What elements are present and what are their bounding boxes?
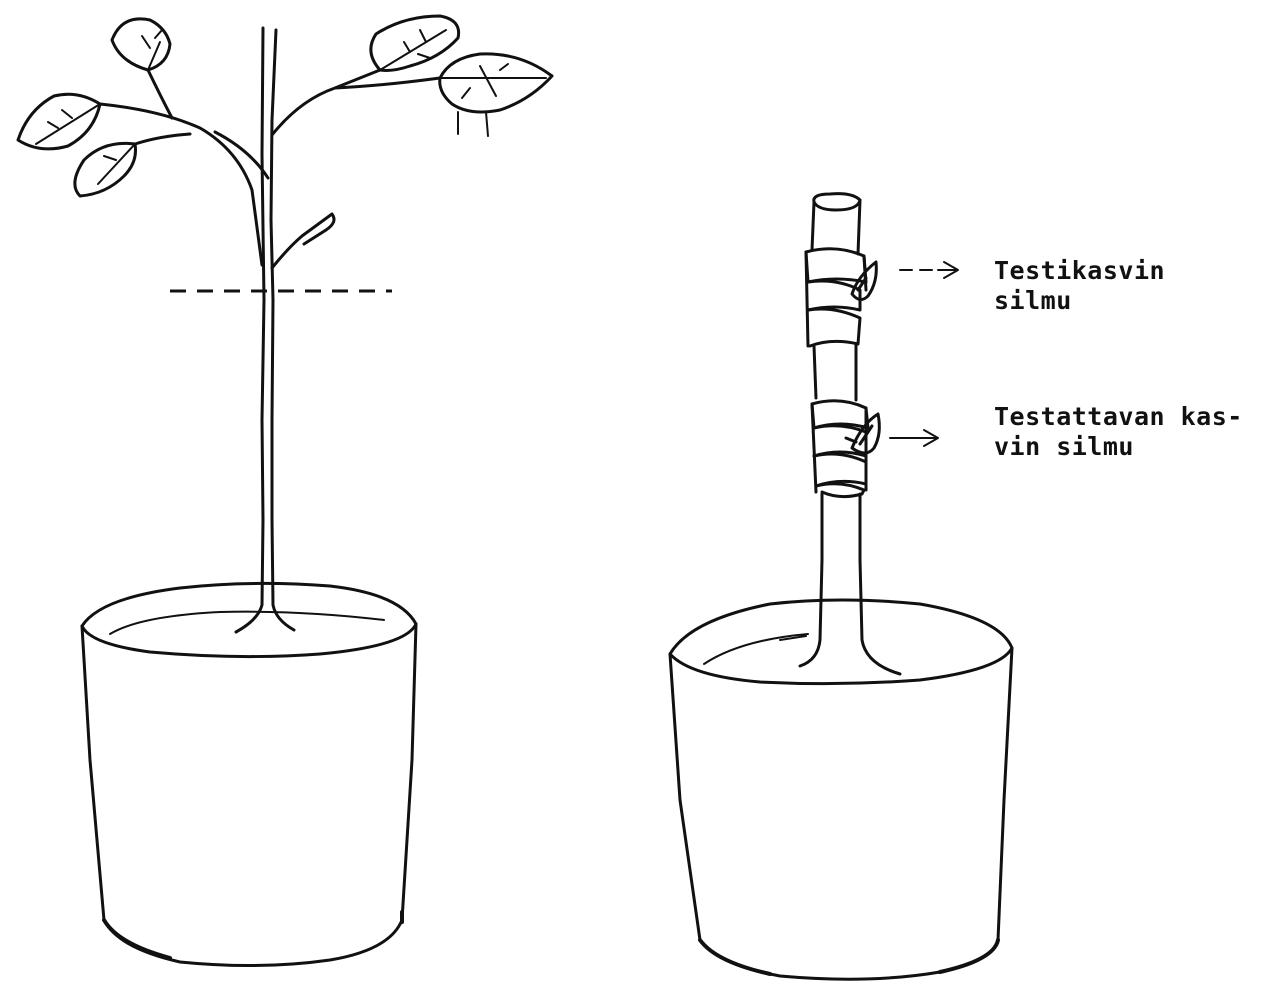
- right-pot-soil: [704, 634, 808, 664]
- arrow-test-plant-bud: [900, 262, 958, 278]
- test-plant-bud-label-line1: Testikasvin: [994, 256, 1165, 286]
- left-pot: [82, 583, 416, 965]
- right-pot: [670, 600, 1012, 979]
- upper-graft-wrap: [806, 249, 876, 346]
- left-pot-rim: [82, 583, 416, 656]
- tested-plant-bud-label-line2: vin silmu: [994, 432, 1243, 462]
- left-branch: [100, 104, 268, 265]
- left-pot-soil: [110, 612, 384, 634]
- lower-graft-wrap: [812, 401, 879, 497]
- test-plant-bud-label: Testikasvin silmu: [994, 256, 1165, 316]
- left-subbranch-lower: [135, 134, 190, 144]
- right-pot-body: [670, 648, 1012, 979]
- tested-plant-bud: [846, 414, 879, 453]
- right-plant: [670, 194, 1012, 980]
- arrow-tested-plant-bud: [890, 430, 938, 446]
- left-pot-body: [82, 624, 416, 966]
- left-plant: [18, 16, 552, 966]
- right-branch: [272, 70, 440, 135]
- tested-plant-bud-label-line1: Testattavan kas-: [994, 402, 1243, 432]
- rootstock-stem-lower: [800, 494, 900, 674]
- leaf-lower-left: [75, 143, 136, 196]
- rootstock-top: [814, 194, 860, 210]
- leaf-top-right: [371, 16, 459, 71]
- leaf-right: [440, 54, 552, 136]
- tested-plant-bud-label: Testattavan kas- vin silmu: [994, 402, 1243, 462]
- test-plant-bud-label-line2: silmu: [994, 286, 1165, 316]
- leaf-left: [18, 94, 100, 149]
- right-pot-rim: [670, 600, 1012, 684]
- side-shoot: [272, 214, 334, 268]
- leaf-top-left: [112, 19, 170, 70]
- rootstock-stem-middle: [814, 344, 856, 400]
